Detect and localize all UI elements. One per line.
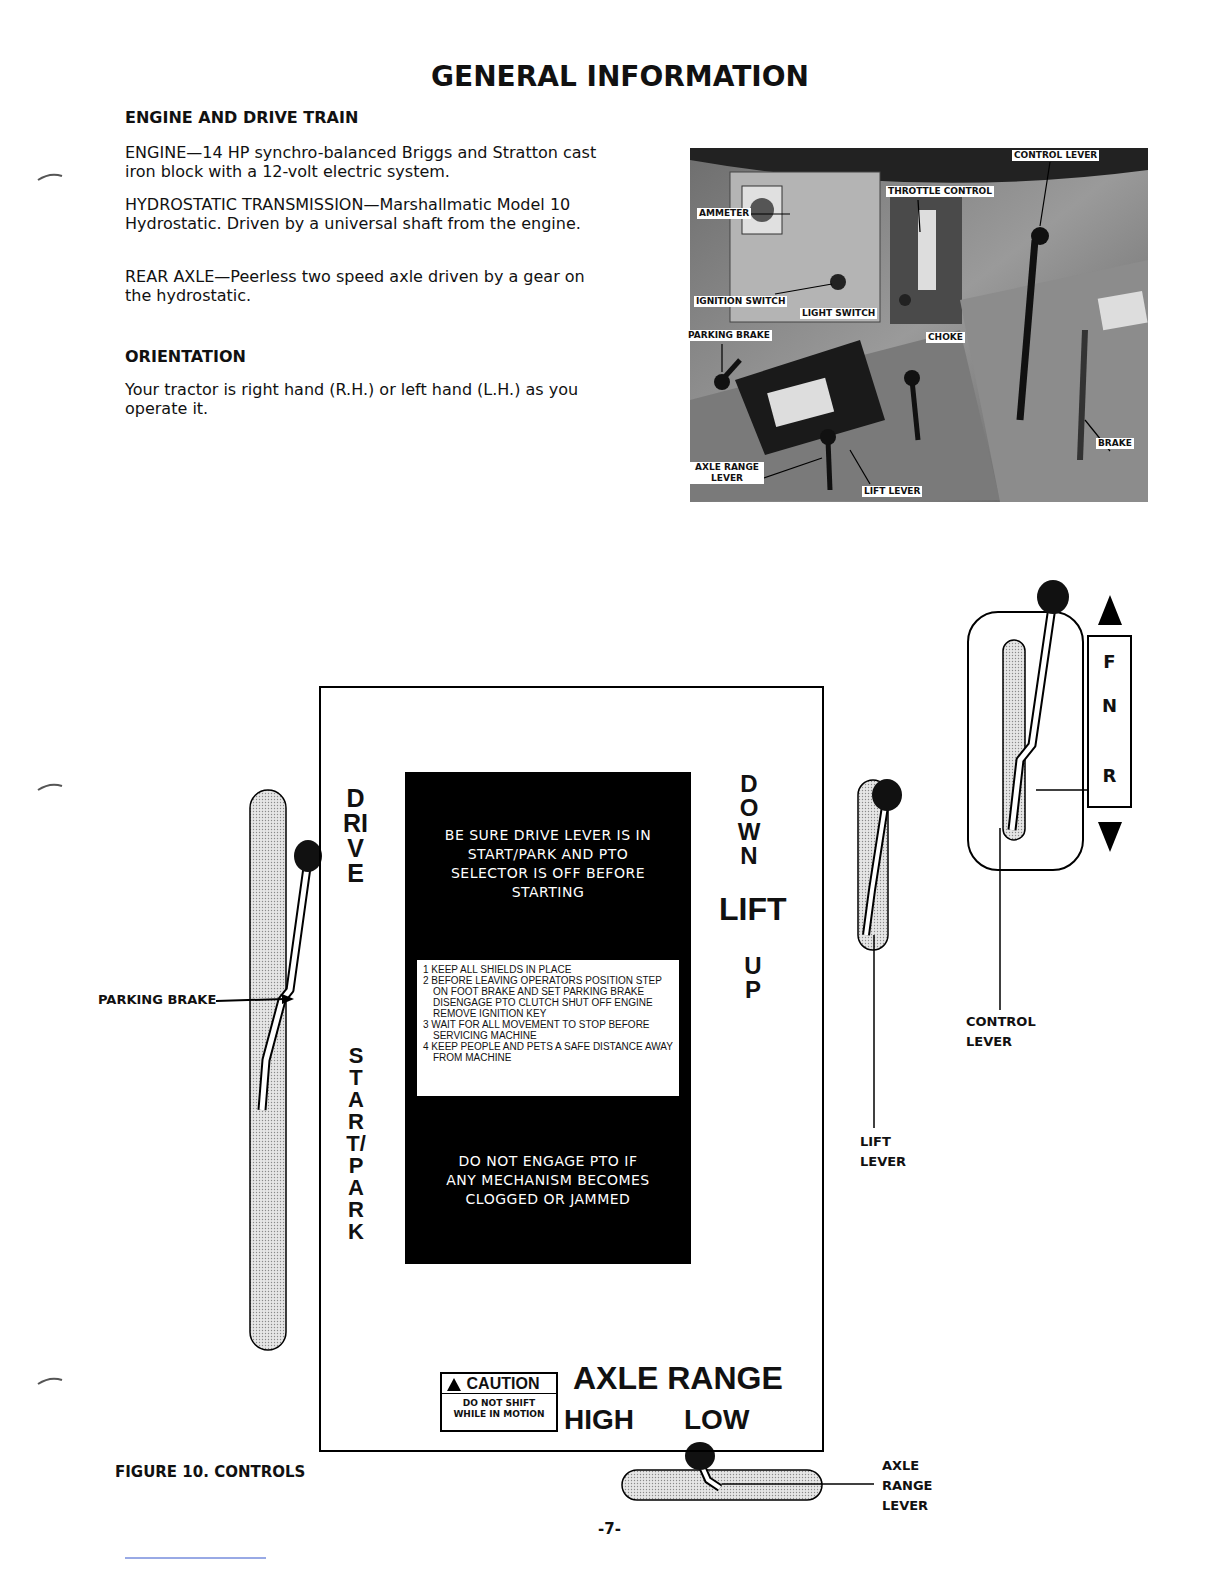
panel-word: LOW — [684, 1404, 749, 1436]
photo-callout: THROTTLE CONTROL — [886, 186, 994, 197]
part-label: CONTROL LEVER — [966, 1012, 1046, 1052]
photo-callout: BRAKE — [1096, 438, 1134, 449]
part-label: AXLE RANGE LEVER — [882, 1456, 938, 1516]
panel-word: AXLE RANGE — [573, 1360, 783, 1397]
safety-item: 1 KEEP ALL SHIELDS IN PLACE — [423, 964, 673, 975]
panel-word: START/PARK — [345, 1045, 367, 1243]
section-heading: ORIENTATION — [125, 347, 246, 366]
section-heading: ENGINE AND DRIVE TRAIN — [125, 108, 358, 127]
page-title: GENERAL INFORMATION — [220, 60, 1020, 93]
decal-panel: DRIVE START/PARK DOWN LIFT UP AXLE RANGE HIGH L… — [319, 686, 824, 1452]
photo-callout: CONTROL LEVER — [1012, 150, 1099, 161]
body-text: Your tractor is right hand (R.H.) or lef… — [125, 380, 610, 418]
photo-callout: LIFT LEVER — [862, 486, 922, 497]
part-label: LIFT LEVER — [860, 1132, 910, 1172]
photo-callout: CHOKE — [926, 332, 965, 343]
warning-panel: BE SURE DRIVE LEVER IS IN START/PARK AND… — [405, 772, 691, 1264]
body-text: ENGINE—14 HP synchro-balanced Briggs and… — [125, 143, 610, 181]
warning-text: DO NOT ENGAGE PTO IF ANY MECHANISM BECOM… — [443, 1152, 653, 1209]
direction-letter: F — [1089, 651, 1130, 672]
caution-triangle — [447, 1378, 461, 1391]
photo-callout: AXLE RANGE LEVER — [690, 462, 764, 484]
tractor-photo — [690, 148, 1148, 502]
direction-letter: R — [1089, 765, 1130, 786]
warning-text: BE SURE DRIVE LEVER IS IN START/PARK AND… — [443, 826, 653, 902]
safety-item: 4 KEEP PEOPLE AND PETS A SAFE DISTANCE A… — [423, 1041, 673, 1063]
photo-callout: LIGHT SWITCH — [800, 308, 877, 319]
panel-word: UP — [741, 954, 765, 1002]
body-text: REAR AXLE—Peerless two speed axle driven… — [125, 267, 610, 305]
panel-word: DRIVE — [343, 786, 368, 886]
figure-caption: FIGURE 10. CONTROLS — [115, 1463, 305, 1481]
part-label: PARKING BRAKE — [98, 990, 216, 1010]
page-number: -7- — [598, 1520, 621, 1538]
photo-callout: AMMETER — [697, 208, 751, 219]
panel-word: LIFT — [719, 891, 787, 928]
photo-callout: IGNITION SWITCH — [694, 296, 787, 307]
caution-box: CAUTION DO NOT SHIFT WHILE IN MOTION — [440, 1372, 558, 1432]
direction-letter: N — [1089, 695, 1130, 716]
photo-callout: PARKING BRAKE — [686, 330, 772, 341]
caution-text: DO NOT SHIFT WHILE IN MOTION — [449, 1398, 549, 1420]
body-text: HYDROSTATIC TRANSMISSION—Marshallmatic M… — [125, 195, 610, 233]
panel-word: HIGH — [564, 1404, 634, 1436]
safety-list: 1 KEEP ALL SHIELDS IN PLACE2 BEFORE LEAV… — [417, 960, 679, 1096]
panel-word: DOWN — [737, 772, 761, 868]
caution-heading: CAUTION — [442, 1375, 556, 1394]
safety-item: 3 WAIT FOR ALL MOVEMENT TO STOP BEFORE S… — [423, 1019, 673, 1041]
direction-box: F N R — [1087, 635, 1132, 808]
safety-item: 2 BEFORE LEAVING OPERATORS POSITION STEP… — [423, 975, 673, 1019]
